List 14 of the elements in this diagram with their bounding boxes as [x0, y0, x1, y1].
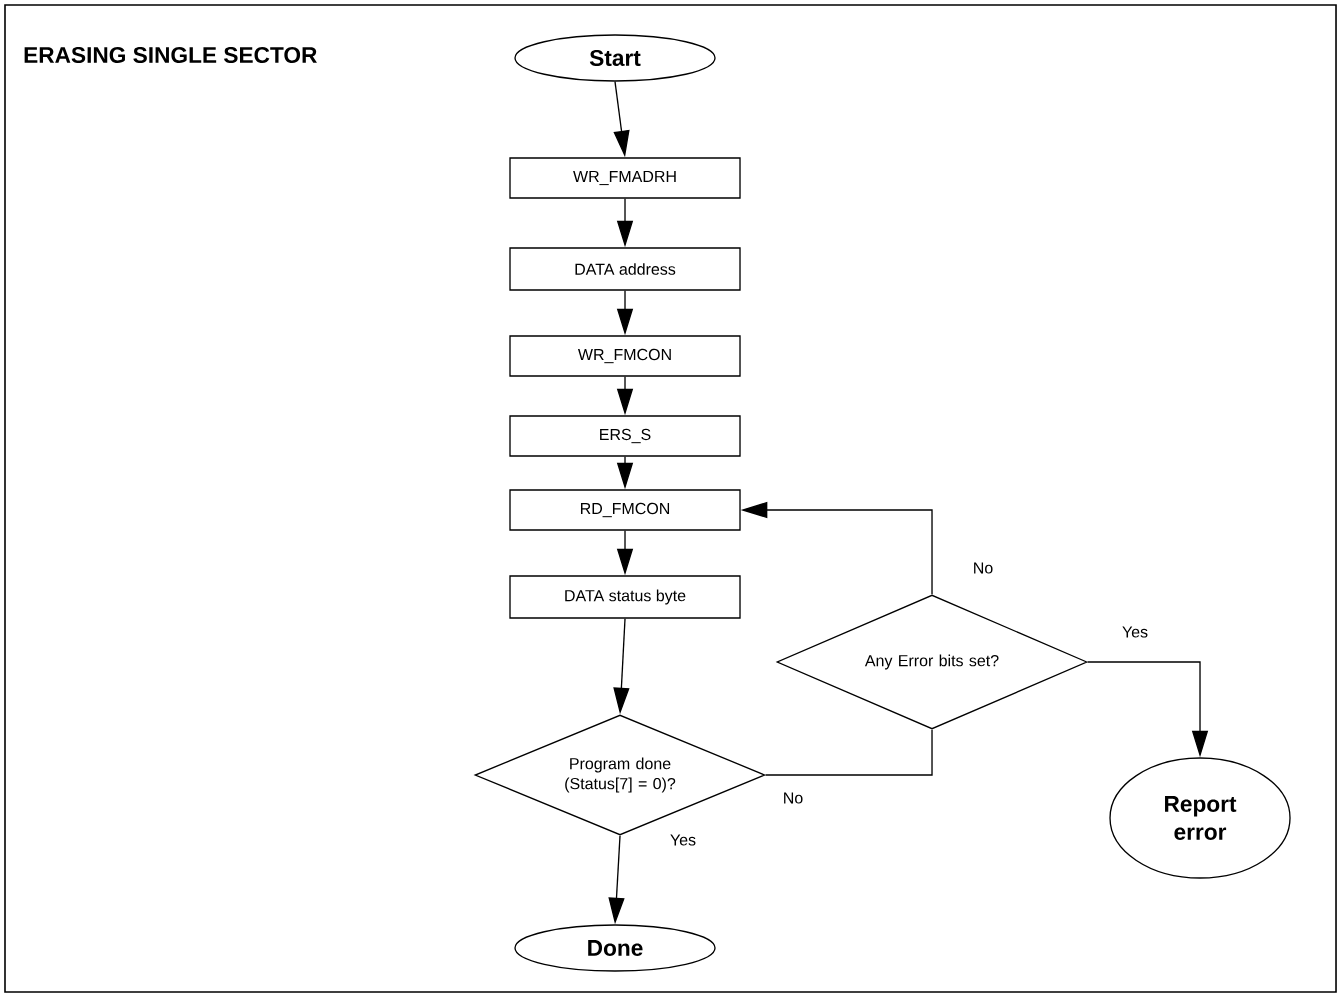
process-box: DATA status byte — [509, 575, 741, 619]
edge-label: Yes — [668, 833, 698, 847]
process-box: ERS_S — [509, 415, 741, 457]
process-box: WR_FMCON — [509, 335, 741, 377]
edge-label: No — [781, 791, 805, 805]
title: ERASING SINGLE SECTOR — [24, 46, 317, 64]
process-box: WR_FMADRH — [509, 157, 741, 199]
process-box: RD_FMCON — [509, 489, 741, 531]
terminal-oval: Start — [514, 34, 716, 82]
process-box: DATA address — [509, 247, 741, 291]
terminal-oval: Report error — [1109, 757, 1291, 879]
edge-label: No — [971, 561, 995, 575]
edge-label: Yes — [1120, 625, 1150, 639]
terminal-oval: Done — [514, 924, 716, 972]
